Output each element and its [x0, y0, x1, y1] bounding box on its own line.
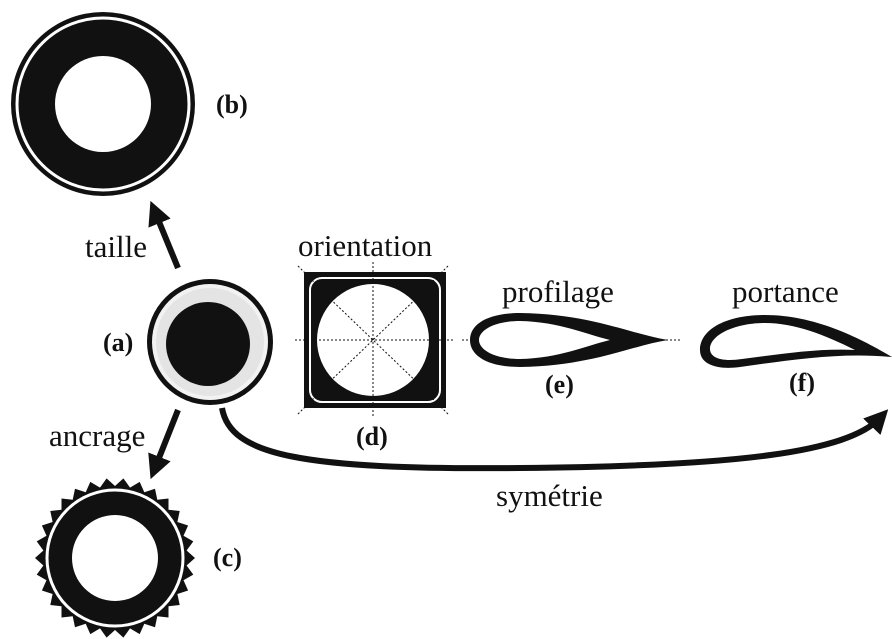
label-c: (c)	[213, 543, 242, 572]
transform-lift-label: portance	[732, 274, 839, 309]
shape-d-square-frame	[295, 262, 455, 418]
label-e: (e)	[545, 370, 574, 399]
transform-profiling-label: profilage	[502, 274, 614, 309]
arrow-symmetry	[219, 407, 889, 472]
label-f: (f)	[789, 368, 815, 397]
transform-size-label: taille	[85, 229, 147, 264]
shape-c-gear-ring	[35, 478, 195, 638]
transform-orientation-label: orientation	[298, 228, 433, 263]
transform-symmetry-label: symétrie	[496, 478, 603, 513]
shape-b-large-ring	[11, 12, 195, 196]
shape-a-source-particle	[147, 279, 273, 405]
arrow-anchoring	[148, 408, 181, 480]
arrow-size	[148, 200, 181, 270]
shape-e-teardrop-profile	[462, 313, 680, 367]
label-a: (a)	[103, 328, 134, 357]
shape-f-airfoil-profile	[700, 315, 892, 368]
label-d: (d)	[356, 422, 388, 451]
label-b: (b)	[216, 90, 248, 119]
transform-anchoring-label: ancrage	[49, 418, 146, 453]
